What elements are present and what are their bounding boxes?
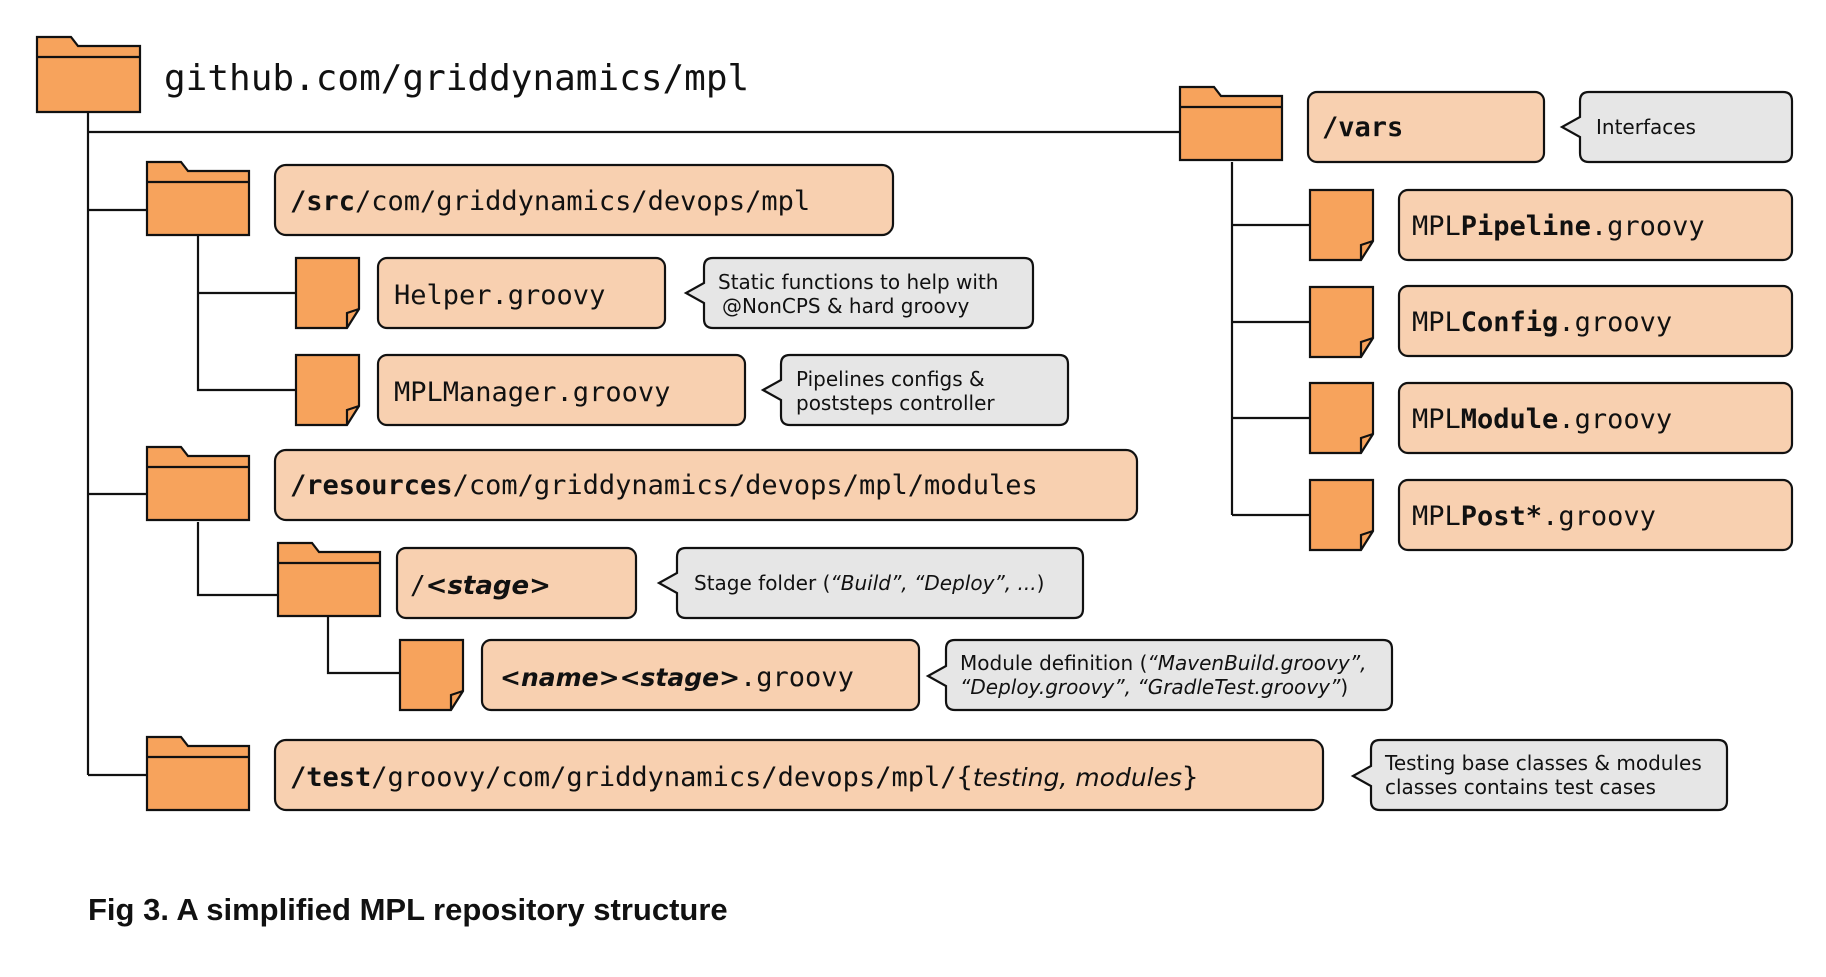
pipeline-file-box [1397, 188, 1794, 262]
helper-note-box [683, 256, 1035, 330]
vars-path: /vars [1322, 112, 1403, 143]
test-folder-icon [145, 735, 251, 812]
module-file-box [480, 638, 921, 712]
manager-file-name: MPLManager.groovy [394, 377, 670, 408]
module-interface-file-name: MPLModule.groovy [1412, 404, 1672, 435]
vars-path-box [1306, 90, 1546, 164]
config-file-name: MPLConfig.groovy [1412, 307, 1672, 338]
src-folder-icon [145, 160, 251, 237]
manager-note-box [760, 353, 1070, 427]
resources-folder-icon [145, 445, 251, 522]
manager-file-box [376, 353, 747, 427]
post-file-name: MPLPost*.groovy [1412, 501, 1656, 532]
module-interface-file-icon [1308, 381, 1375, 455]
stage-path: /<stage> [410, 571, 551, 601]
stage-folder-icon [276, 541, 382, 618]
helper-file-box [376, 256, 667, 330]
config-file-box [1397, 284, 1794, 358]
test-note-box [1350, 738, 1729, 812]
repo-url: github.com/griddynamics/mpl [164, 58, 749, 99]
stage-path-box [395, 546, 638, 620]
helper-file-icon [294, 256, 361, 330]
post-file-box [1397, 478, 1794, 552]
module-interface-file-box [1397, 381, 1794, 455]
module-note: Module definition (“MavenBuild.groovy”, … [960, 651, 1373, 699]
module-file-name: <name><stage>.groovy [500, 662, 854, 693]
test-path: /test/groovy/com/griddynamics/devops/mpl… [290, 762, 1198, 793]
test-path-box [273, 738, 1325, 812]
src-path-box [273, 163, 895, 237]
figure-caption: Fig 3. A simplified MPL repository struc… [88, 892, 728, 927]
pipeline-file-icon [1308, 188, 1375, 262]
vars-note-box [1559, 90, 1794, 164]
manager-file-icon [294, 353, 361, 427]
helper-file-name: Helper.groovy [394, 280, 605, 311]
vars-folder-icon [1178, 85, 1284, 162]
stage-note-box [656, 546, 1085, 620]
helper-note: Static functions to help with @NonCPS & … [718, 270, 1005, 318]
manager-note: Pipelines configs & poststeps controller [796, 367, 995, 415]
post-file-icon [1308, 478, 1375, 552]
stage-note: Stage folder (“Build”, “Deploy”, ...) [694, 571, 1044, 595]
config-file-icon [1308, 285, 1375, 359]
test-note: Testing base classes & modules classes c… [1384, 751, 1708, 799]
resources-path: /resources/com/griddynamics/devops/mpl/m… [290, 470, 1038, 501]
module-note-box [925, 638, 1394, 712]
root-folder-icon [35, 35, 142, 114]
src-path: /src/com/griddynamics/devops/mpl [290, 186, 810, 217]
module-file-icon [398, 638, 465, 712]
pipeline-file-name: MPLPipeline.groovy [1412, 211, 1705, 242]
vars-note: Interfaces [1596, 115, 1696, 139]
resources-path-box [273, 448, 1139, 522]
tree-connectors [86, 110, 1310, 777]
